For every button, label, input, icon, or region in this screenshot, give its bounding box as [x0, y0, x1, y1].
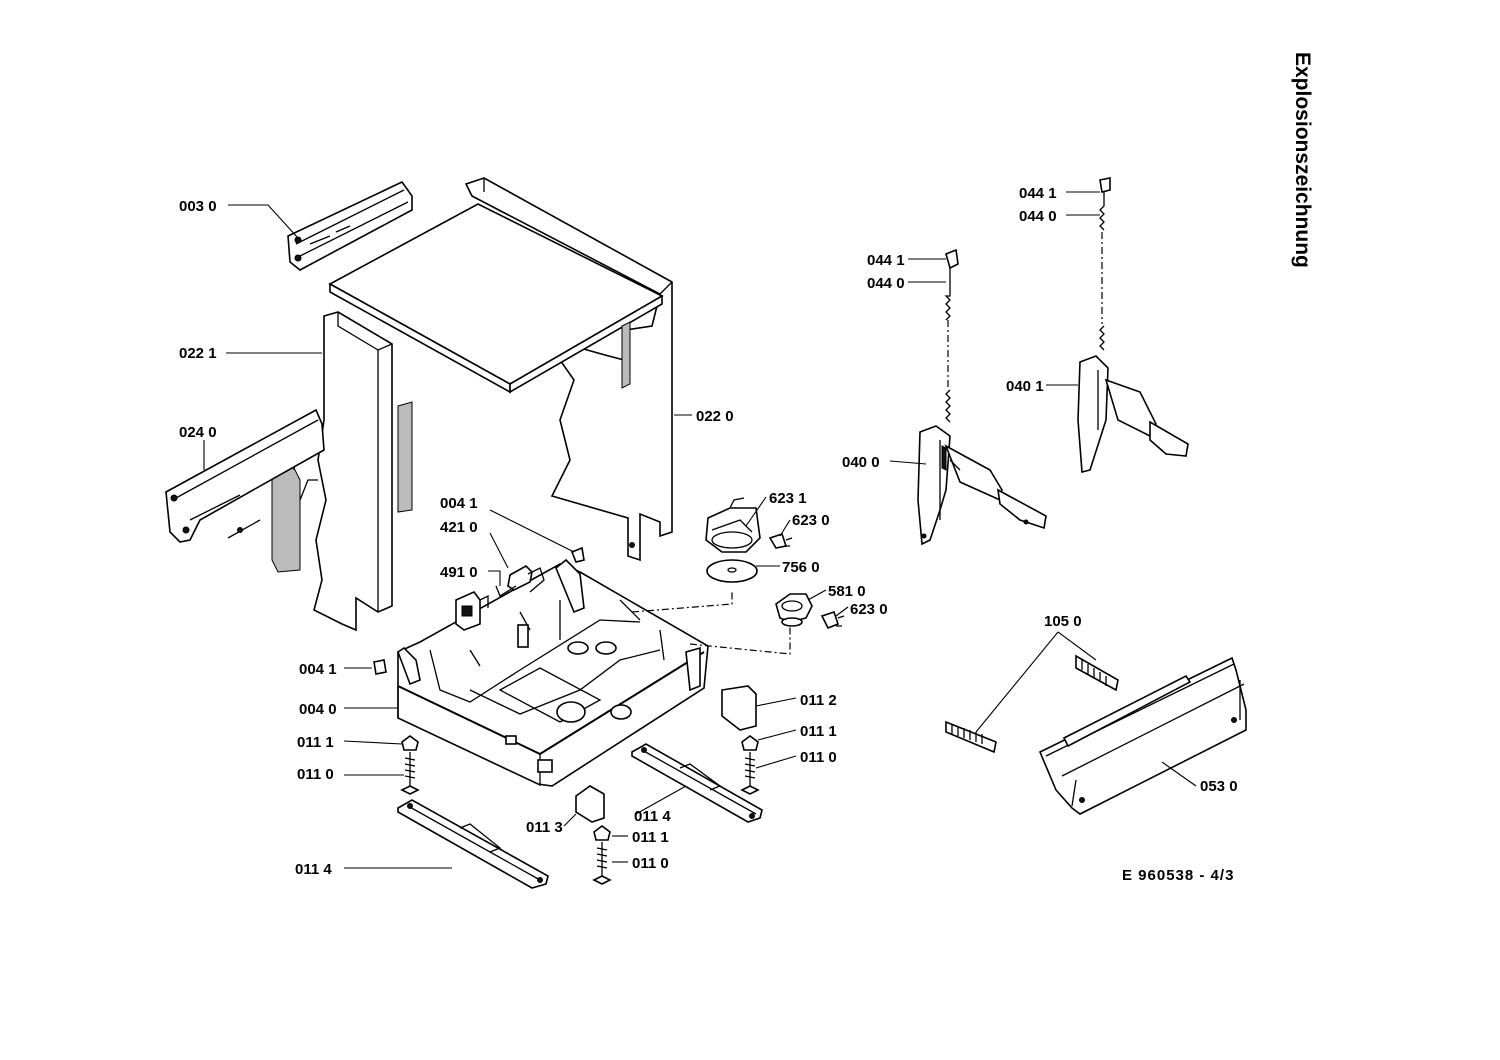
drawing-title: Explosionszeichnung — [1291, 52, 1314, 268]
label-0111-left: 011 1 — [297, 734, 334, 751]
part-labels: 003 0 022 1 024 0 022 0 004 1 421 0 491 … — [179, 185, 1238, 878]
label-1050: 105 0 — [1044, 613, 1082, 630]
part-clip-004-1-top — [570, 546, 585, 563]
label-0221: 022 1 — [179, 345, 217, 362]
part-foot-right — [740, 735, 760, 795]
label-6230-bottom: 623 0 — [850, 601, 888, 618]
part-side-panel-assembly — [328, 177, 673, 562]
label-0114-center: 011 4 — [634, 808, 671, 825]
label-0041-left: 004 1 — [299, 661, 337, 678]
part-disk-7560 — [706, 559, 758, 583]
label-6231: 623 1 — [769, 490, 807, 507]
label-0440-left: 044 0 — [867, 275, 905, 292]
part-clip-1050-a — [1075, 654, 1119, 692]
part-foot-left — [400, 735, 420, 795]
hose-line-1 — [631, 590, 733, 613]
label-0530: 053 0 — [1200, 778, 1238, 795]
label-4210: 421 0 — [440, 519, 478, 536]
part-valve-5810 — [775, 593, 813, 627]
label-0040: 004 0 — [299, 701, 337, 718]
part-plinth-strip — [1062, 674, 1192, 748]
label-0111-center: 011 1 — [632, 829, 669, 846]
label-0220: 022 0 — [696, 408, 734, 425]
label-0030: 003 0 — [179, 198, 217, 215]
label-0110-left: 011 0 — [297, 766, 334, 783]
part-plinth-0530 — [1038, 656, 1247, 815]
document-number: E 960538 - 4/3 — [1122, 867, 1234, 884]
label-0441-right: 044 1 — [1019, 185, 1057, 202]
part-spring-0440-right — [1099, 177, 1111, 351]
part-foot-center — [592, 825, 612, 885]
part-bracket-0113 — [575, 785, 605, 823]
part-hinge-0401 — [1077, 355, 1189, 474]
part-connector-6230-bottom — [820, 610, 845, 630]
part-hinge-0400 — [917, 425, 1047, 546]
label-0114-left: 011 4 — [295, 861, 332, 878]
label-0112: 011 2 — [800, 692, 837, 709]
label-0240: 024 0 — [179, 424, 217, 441]
label-0440-right: 044 0 — [1019, 208, 1057, 225]
label-0400: 040 0 — [842, 454, 880, 471]
hose-line-2 — [689, 624, 791, 655]
part-capacitor-421 — [495, 565, 545, 597]
label-7560: 756 0 — [782, 559, 820, 576]
label-0110-center: 011 0 — [632, 855, 669, 872]
part-rear-rail — [165, 408, 325, 543]
label-0111-right: 011 1 — [800, 723, 837, 740]
label-6230-top: 623 0 — [792, 512, 830, 529]
part-clip-004-1-left — [373, 659, 387, 675]
part-top-rail — [287, 180, 413, 271]
part-pump-6231 — [705, 497, 761, 553]
label-0113: 011 3 — [526, 819, 563, 836]
label-0041-top: 004 1 — [440, 495, 478, 512]
part-spring-0440-left — [944, 248, 959, 423]
label-5810: 581 0 — [828, 583, 866, 600]
label-0441-left: 044 1 — [867, 252, 905, 269]
part-foot-rail-left — [397, 799, 549, 889]
part-foot-rail-right — [631, 743, 763, 823]
part-front-panel — [271, 311, 413, 632]
label-0401: 040 1 — [1006, 378, 1044, 395]
part-bracket-0112 — [721, 685, 757, 731]
label-4910: 491 0 — [440, 564, 478, 581]
leader-lines — [203, 191, 1197, 869]
part-clip-1050-b — [945, 720, 997, 754]
part-connector-6230-top — [768, 532, 793, 549]
part-connector-491 — [455, 591, 489, 631]
label-0110-right: 011 0 — [800, 749, 837, 766]
